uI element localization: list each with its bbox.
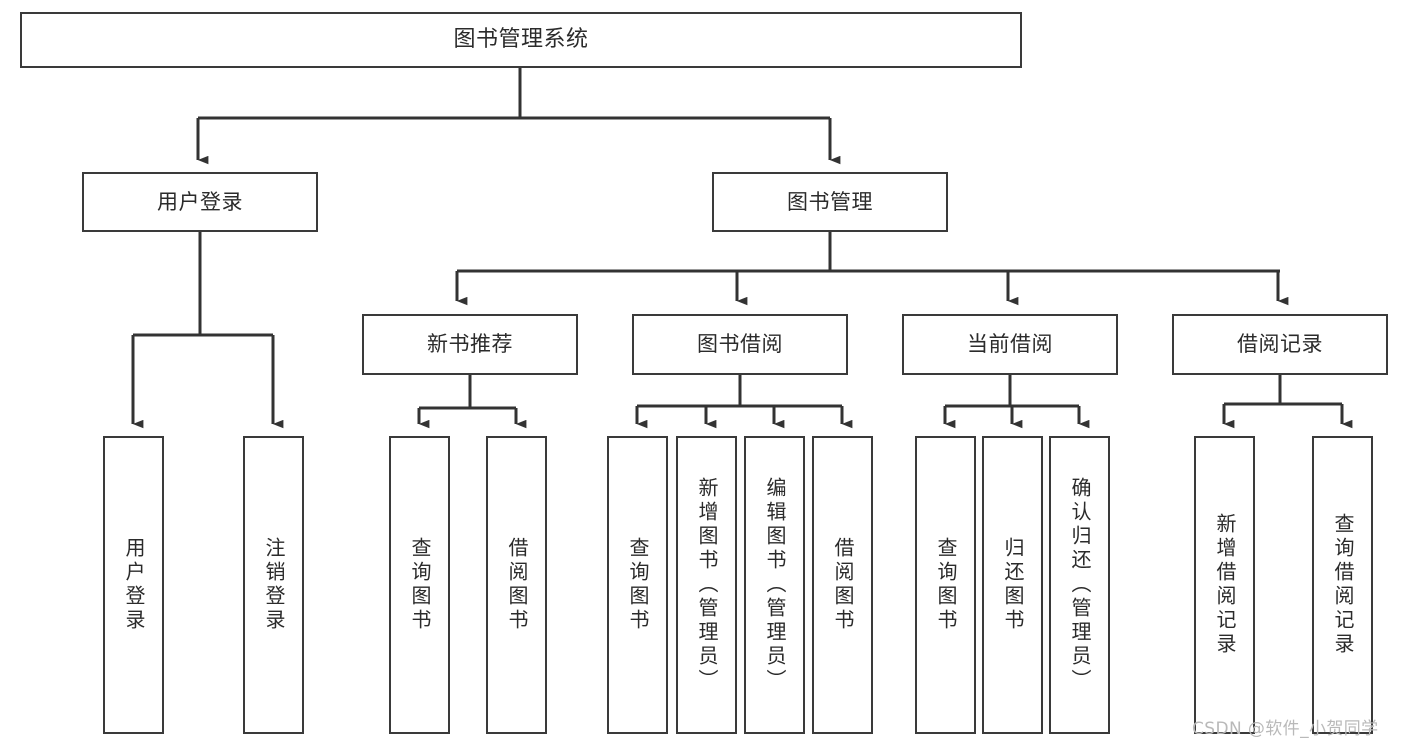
node-root[interactable]: 图书管理系统 <box>20 12 1022 68</box>
node-user-login-label: 用户登录 <box>157 189 243 214</box>
node-borrow-record[interactable]: 借阅记录 <box>1172 314 1388 375</box>
node-leaf-query-book-1[interactable]: 查询图书 <box>389 436 450 734</box>
node-leaf-return-book-label: 归还图书 <box>1001 537 1025 633</box>
node-current-borrow-label: 当前借阅 <box>967 332 1053 357</box>
node-user-login[interactable]: 用户登录 <box>82 172 318 232</box>
node-leaf-user-login-label: 用户登录 <box>122 537 146 633</box>
node-root-label: 图书管理系统 <box>453 27 589 53</box>
node-leaf-add-record[interactable]: 新增借阅记录 <box>1194 436 1255 734</box>
node-leaf-query-book-3-label: 查询图书 <box>934 537 958 633</box>
node-leaf-query-book-2[interactable]: 查询图书 <box>607 436 668 734</box>
node-leaf-confirm-return-admin-label: 确认归还（管理员） <box>1068 477 1092 693</box>
node-leaf-logout[interactable]: 注销登录 <box>243 436 304 734</box>
node-leaf-query-record-label: 查询借阅记录 <box>1331 513 1355 657</box>
node-borrow-record-label: 借阅记录 <box>1237 332 1323 357</box>
node-new-book-rec-label: 新书推荐 <box>427 332 513 357</box>
node-leaf-borrow-book-1[interactable]: 借阅图书 <box>486 436 547 734</box>
watermark-text: CSDN @软件_小贺同学 <box>1192 719 1379 739</box>
node-book-borrow[interactable]: 图书借阅 <box>632 314 848 375</box>
node-book-manage[interactable]: 图书管理 <box>712 172 948 232</box>
node-leaf-add-book-admin-label: 新增图书（管理员） <box>695 477 719 693</box>
node-leaf-add-record-label: 新增借阅记录 <box>1213 513 1237 657</box>
node-current-borrow[interactable]: 当前借阅 <box>902 314 1118 375</box>
node-book-borrow-label: 图书借阅 <box>697 332 783 357</box>
node-leaf-user-login[interactable]: 用户登录 <box>103 436 164 734</box>
node-leaf-edit-book-admin-label: 编辑图书（管理员） <box>763 477 787 693</box>
node-leaf-borrow-book-1-label: 借阅图书 <box>505 537 529 633</box>
node-leaf-edit-book-admin[interactable]: 编辑图书（管理员） <box>744 436 805 734</box>
node-leaf-return-book[interactable]: 归还图书 <box>982 436 1043 734</box>
node-leaf-logout-label: 注销登录 <box>262 537 286 633</box>
node-leaf-query-book-3[interactable]: 查询图书 <box>915 436 976 734</box>
node-leaf-query-book-2-label: 查询图书 <box>626 537 650 633</box>
node-leaf-add-book-admin[interactable]: 新增图书（管理员） <box>676 436 737 734</box>
node-leaf-confirm-return-admin[interactable]: 确认归还（管理员） <box>1049 436 1110 734</box>
node-book-manage-label: 图书管理 <box>787 189 873 214</box>
node-leaf-query-record[interactable]: 查询借阅记录 <box>1312 436 1373 734</box>
node-leaf-query-book-1-label: 查询图书 <box>408 537 432 633</box>
node-leaf-borrow-book-2[interactable]: 借阅图书 <box>812 436 873 734</box>
node-leaf-borrow-book-2-label: 借阅图书 <box>831 537 855 633</box>
node-new-book-rec[interactable]: 新书推荐 <box>362 314 578 375</box>
